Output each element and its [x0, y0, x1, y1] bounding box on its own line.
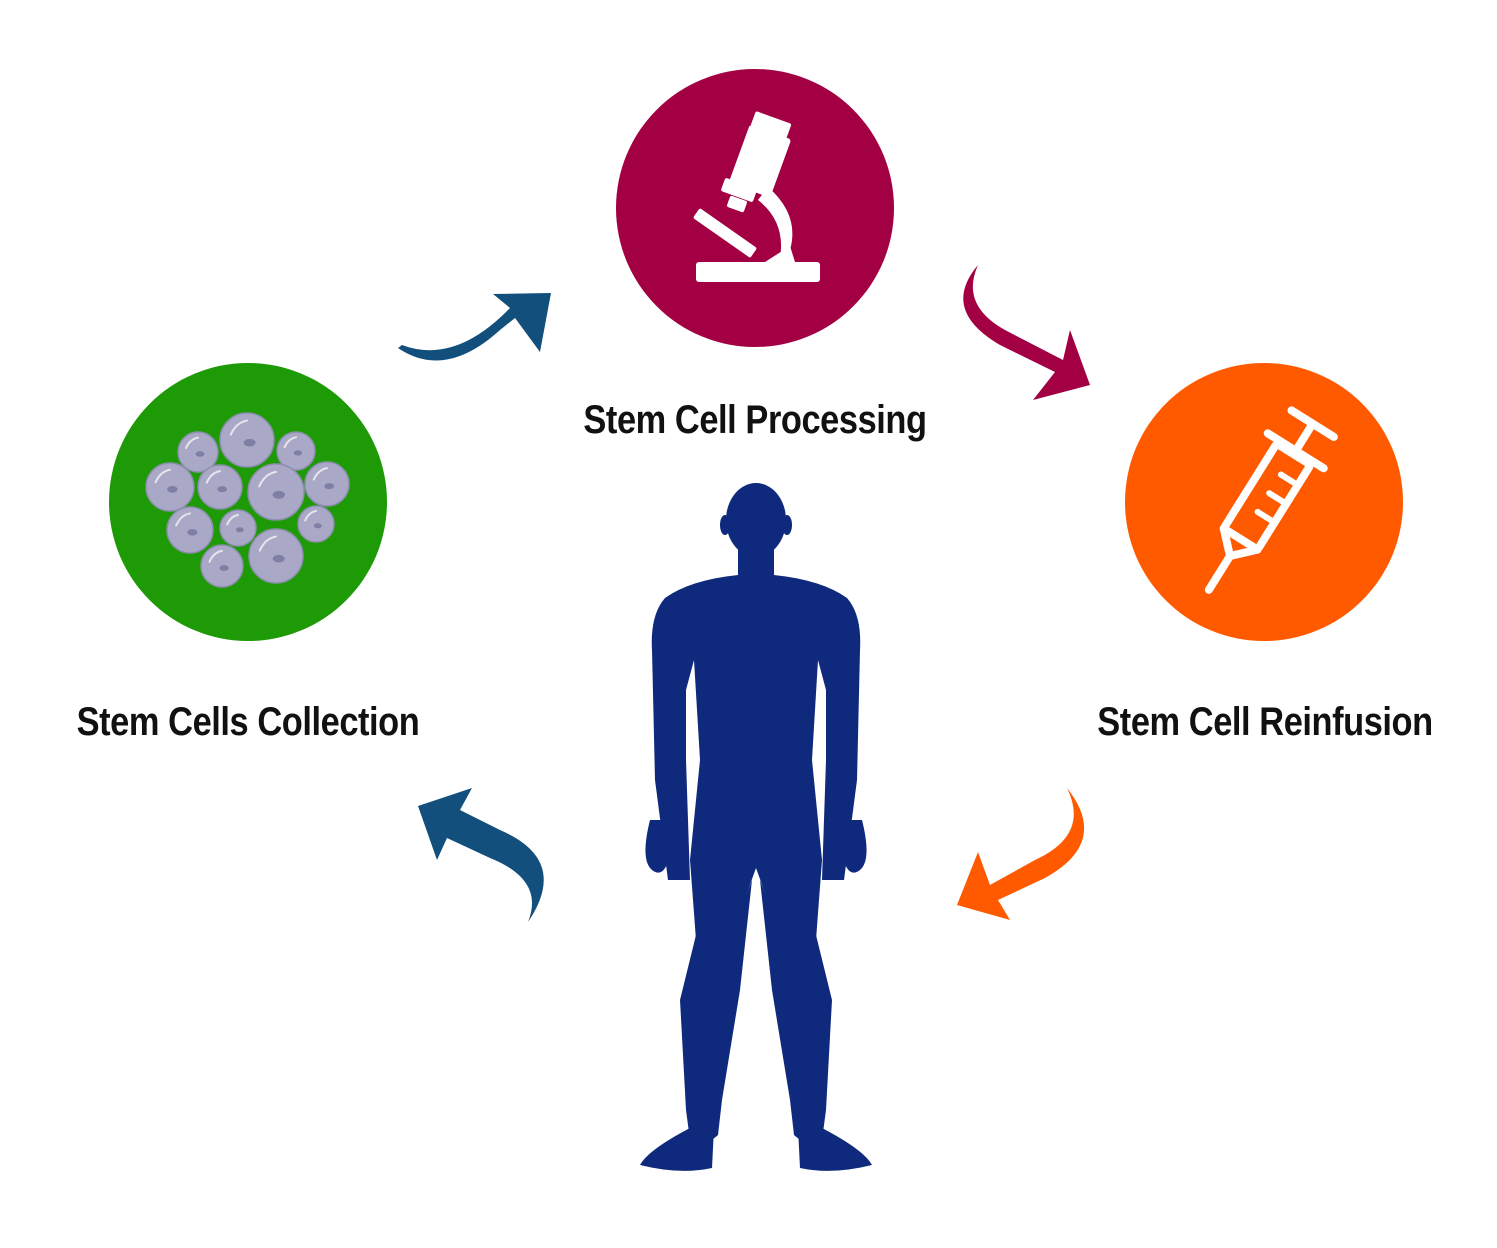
cells-icon: [145, 412, 350, 588]
arrow-body-to-collection: [418, 788, 544, 922]
cell-nucleus: [272, 554, 285, 563]
arrow-collection-to-processing: [398, 293, 551, 361]
cell-highlight: [229, 419, 248, 436]
cell-nucleus: [195, 451, 205, 457]
cell-nucleus: [235, 527, 244, 533]
processing-node: [616, 69, 894, 347]
collection-label: Stem Cells Collection: [76, 700, 420, 744]
cell-nucleus: [243, 438, 256, 447]
cell-nucleus: [293, 450, 303, 456]
cell-highlight: [258, 470, 277, 488]
cell-highlight: [283, 436, 297, 449]
cell-nucleus: [272, 490, 285, 499]
processing-circle: [616, 69, 894, 347]
cell-highlight: [226, 514, 239, 526]
cell-nucleus: [187, 529, 198, 536]
reinfusion-label: Stem Cell Reinfusion: [1097, 700, 1433, 744]
cell-highlight: [185, 436, 199, 449]
cell-highlight: [205, 470, 221, 484]
human-body-icon: [640, 483, 872, 1171]
reinfusion-node: [1125, 363, 1403, 641]
microscope-icon: [693, 111, 820, 282]
collection-circle: [109, 363, 387, 641]
arrow-processing-to-reinfusion: [963, 265, 1090, 400]
cell-nucleus: [167, 486, 178, 493]
cell-highlight: [208, 549, 223, 563]
cell-nucleus: [324, 483, 335, 490]
cell-nucleus: [313, 523, 322, 529]
cell-highlight: [154, 468, 171, 484]
processing-label: Stem Cell Processing: [583, 398, 927, 442]
cell-highlight: [304, 510, 317, 522]
collection-node: [109, 363, 387, 641]
cell-nucleus: [219, 565, 229, 572]
syringe-icon: [1204, 406, 1338, 594]
cell-highlight: [312, 467, 328, 481]
arrow-reinfusion-to-body: [957, 788, 1085, 920]
cell-highlight: [258, 535, 277, 552]
reinfusion-circle: [1125, 363, 1403, 641]
cell-highlight: [175, 512, 191, 527]
cell-nucleus: [217, 486, 228, 493]
